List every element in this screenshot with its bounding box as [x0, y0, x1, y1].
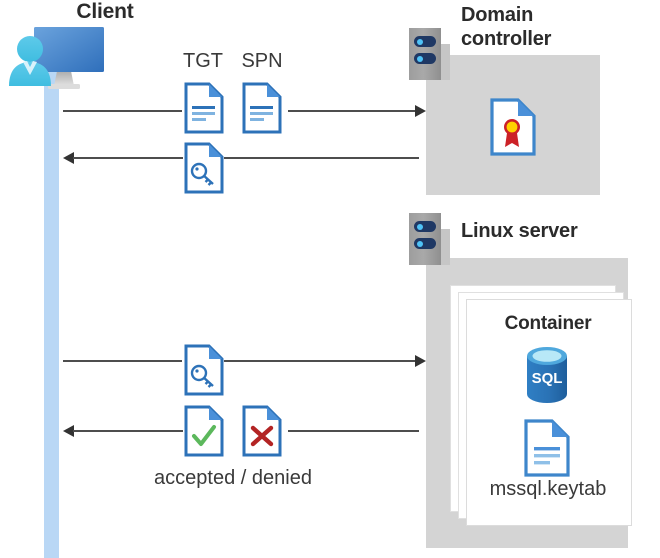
- message-3-line-right: [224, 360, 419, 362]
- auth-result-caption: accepted / denied: [154, 467, 312, 489]
- domain-controller-label-line2: controller: [461, 28, 552, 50]
- client-lifeline: [44, 60, 59, 558]
- message-2-line-right: [224, 157, 419, 159]
- monitor-user-icon: [6, 24, 106, 92]
- tgt-label: TGT: [183, 50, 223, 72]
- message-4-line-left: [73, 430, 183, 432]
- certificate-document-icon: [490, 98, 536, 156]
- linux-server-label: Linux server: [461, 220, 578, 242]
- keytab-document-icon: [524, 419, 570, 477]
- spn-document-icon: [242, 82, 282, 134]
- tgt-document-icon: [184, 82, 224, 134]
- message-1-line-left: [63, 110, 182, 112]
- cross-document-icon: [242, 405, 282, 457]
- message-2-line-left: [73, 157, 183, 159]
- domain-controller-label-line1: Domain: [461, 4, 534, 26]
- message-3-line-left: [63, 360, 182, 362]
- check-document-icon: [184, 405, 224, 457]
- message-4-arrowhead: [63, 425, 74, 437]
- domain-controller-rack-shadow: [441, 44, 450, 80]
- message-4-line-right: [288, 430, 419, 432]
- keytab-label: mssql.keytab: [489, 478, 607, 500]
- domain-controller-rack-icon: [409, 28, 441, 80]
- message-3-arrowhead: [415, 355, 426, 367]
- message-1-arrowhead: [415, 105, 426, 117]
- key-document-icon-lower: [184, 344, 224, 396]
- key-document-icon-upper: [184, 142, 224, 194]
- linux-server-rack-icon: [409, 213, 441, 265]
- linux-server-rack-shadow: [441, 229, 450, 265]
- spn-label: SPN: [241, 50, 283, 72]
- svg-text:SQL: SQL: [532, 370, 563, 387]
- container-card-front: [466, 299, 632, 526]
- message-2-arrowhead: [63, 152, 74, 164]
- message-1-line-right: [288, 110, 419, 112]
- sql-database-icon: SQL: [524, 347, 570, 403]
- container-label: Container: [504, 313, 592, 334]
- client-label: Client: [76, 0, 134, 23]
